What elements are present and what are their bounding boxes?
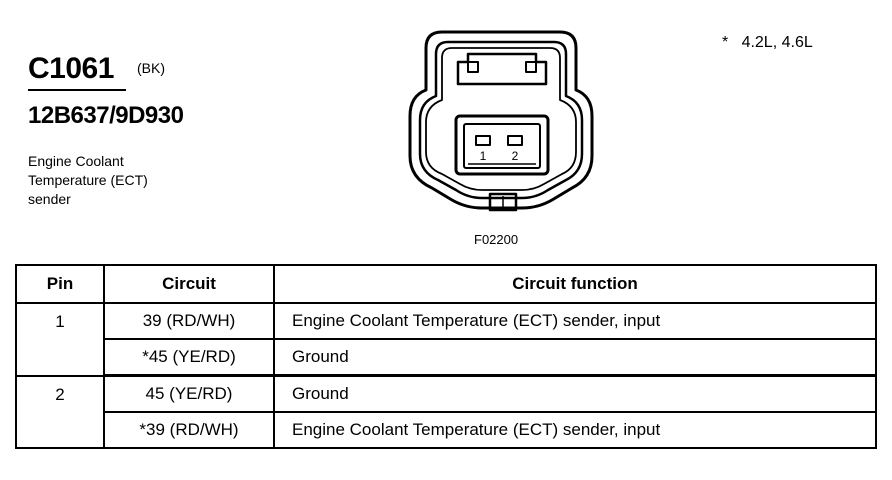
tab-notch-right bbox=[525, 61, 537, 73]
table-row: *45 (YE/RD) Ground bbox=[16, 338, 877, 377]
header-pin: Pin bbox=[15, 264, 105, 304]
pin-cell: 2 bbox=[15, 374, 105, 449]
circuit-cell: 39 (RD/WH) bbox=[103, 302, 275, 340]
terminal-housing-inner bbox=[463, 123, 541, 169]
pinout-table: Pin Circuit Circuit function 1 39 (RD/WH… bbox=[15, 264, 877, 449]
pin-2-cavity bbox=[507, 135, 523, 146]
pin-1-cavity bbox=[475, 135, 491, 146]
function-cell: Engine Coolant Temperature (ECT) sender,… bbox=[273, 411, 877, 449]
pin-1-label: 1 bbox=[480, 149, 487, 163]
description-line: sender bbox=[28, 191, 71, 207]
table-row: *39 (RD/WH) Engine Coolant Temperature (… bbox=[16, 411, 877, 449]
function-cell: Ground bbox=[273, 338, 877, 377]
header-circuit: Circuit bbox=[103, 264, 275, 304]
pin-cell: 1 bbox=[15, 302, 105, 377]
circuit-cell: *45 (YE/RD) bbox=[103, 338, 275, 377]
description-line: Temperature (ECT) bbox=[28, 172, 148, 188]
circuit-cell: *39 (RD/WH) bbox=[103, 411, 275, 449]
connector-color: (BK) bbox=[137, 60, 165, 76]
connector-description: Engine Coolant Temperature (ECT) sender bbox=[28, 152, 228, 209]
figure-code: F02200 bbox=[474, 232, 519, 247]
table-header-row: Pin Circuit Circuit function bbox=[15, 264, 877, 304]
connector-inner-rim bbox=[425, 47, 577, 191]
engine-note: * 4.2L, 4.6L bbox=[722, 34, 813, 51]
function-cell: Engine Coolant Temperature (ECT) sender,… bbox=[273, 302, 877, 340]
pin-2-label: 2 bbox=[512, 149, 519, 163]
connector-outer-shell bbox=[408, 30, 594, 210]
connector-inner-shell bbox=[418, 40, 584, 200]
header-circuit-function: Circuit function bbox=[273, 264, 877, 304]
connector-id: C1061 bbox=[28, 52, 114, 85]
function-cell: Ground bbox=[273, 374, 877, 413]
description-line: Engine Coolant bbox=[28, 153, 124, 169]
connector-face-diagram: 1 2 bbox=[408, 30, 594, 212]
table-row: 1 39 (RD/WH) Engine Coolant Temperature … bbox=[15, 302, 877, 377]
circuit-cell: 45 (YE/RD) bbox=[103, 374, 275, 413]
tab-notch-left bbox=[467, 61, 479, 73]
connector-id-underline bbox=[28, 89, 126, 91]
part-number: 12B637/9D930 bbox=[28, 102, 184, 129]
terminal-housing-outer bbox=[454, 114, 550, 176]
locking-tab bbox=[456, 52, 548, 86]
table-row: 2 45 (YE/RD) Ground bbox=[15, 374, 877, 449]
